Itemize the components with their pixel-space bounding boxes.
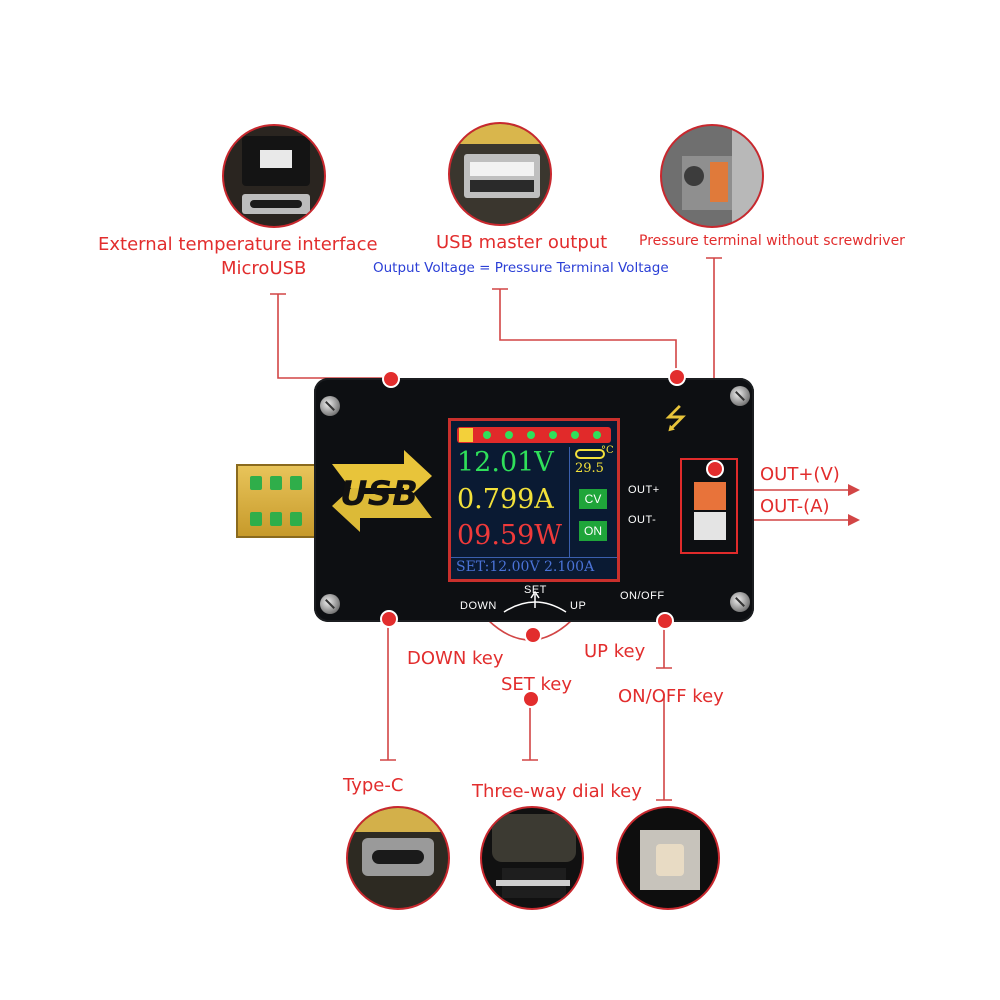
three-way-label: Three-way dial key: [472, 781, 642, 802]
pressure-terminal-label: Pressure terminal without screwdriver: [639, 233, 905, 249]
onoff-button-photo: [616, 806, 720, 910]
lcd-current: 0.799A: [457, 484, 554, 515]
ext-temp-label: External temperature interface: [98, 234, 378, 255]
onoff-key-label: ON/OFF key: [618, 686, 724, 707]
device-up-label: UP: [570, 600, 587, 612]
lcd-output-badge: ON: [579, 521, 607, 541]
screw-icon: [730, 386, 750, 406]
lcd-screen: 12.01V 0.799A 09.59W °C 29.5 CV ON SET:1…: [448, 418, 620, 582]
output-voltage-note: Output Voltage = Pressure Terminal Volta…: [373, 260, 669, 276]
type-c-dot: [380, 610, 398, 628]
device-onoff-label: ON/OFF: [620, 590, 665, 602]
usb-master-dot: [668, 368, 686, 386]
usb-logo-text: USB: [340, 474, 419, 514]
lcd-mode-badge: CV: [579, 489, 607, 509]
screw-icon: [320, 594, 340, 614]
up-key-label: UP key: [584, 641, 646, 662]
device-set-label: SET: [524, 584, 547, 596]
pressure-terminal-dot: [706, 460, 724, 478]
usb-symbol-icon: ⭍: [664, 402, 688, 435]
out-minus-label: OUT-(A): [760, 496, 830, 517]
set-key-label: SET key: [501, 674, 573, 695]
microusb-dot: [382, 370, 400, 388]
screw-icon: [320, 396, 340, 416]
lcd-set-line: SET:12.00V 2.100A: [456, 559, 595, 575]
onoff-dot: [656, 612, 674, 630]
lcd-status-bar: [457, 427, 611, 443]
usb-master-photo: [448, 122, 552, 226]
usb-master-label: USB master output: [436, 232, 608, 253]
down-key-label: DOWN key: [407, 648, 504, 669]
device-body: USB 12.01V 0.799A 09.59W °C 29.5 CV ON S…: [314, 378, 754, 622]
type-c-label: Type-C: [343, 775, 404, 796]
device-out-plus: OUT+: [628, 484, 660, 496]
device-out-minus: OUT-: [628, 514, 657, 526]
lcd-temp: 29.5: [575, 461, 604, 476]
type-c-photo: [346, 806, 450, 910]
usb-logo-icon: [332, 450, 432, 532]
pressure-terminal-photo: [660, 124, 764, 228]
pressure-terminal-block: [680, 458, 738, 554]
thermometer-icon: [575, 449, 605, 459]
dial-dot: [524, 626, 542, 644]
screw-icon: [730, 592, 750, 612]
device-down-label: DOWN: [460, 600, 497, 612]
three-way-dial-photo: [480, 806, 584, 910]
out-plus-label: OUT+(V): [760, 464, 840, 485]
three-way-dot: [522, 690, 540, 708]
microusb-label: MicroUSB: [221, 258, 307, 279]
dial-arc-icon: [503, 590, 567, 613]
lcd-power: 09.59W: [457, 520, 563, 551]
usb-a-plug: [236, 464, 318, 538]
lcd-temp-unit: °C: [601, 445, 614, 456]
lcd-voltage: 12.01V: [457, 447, 554, 478]
microusb-photo: [222, 124, 326, 228]
